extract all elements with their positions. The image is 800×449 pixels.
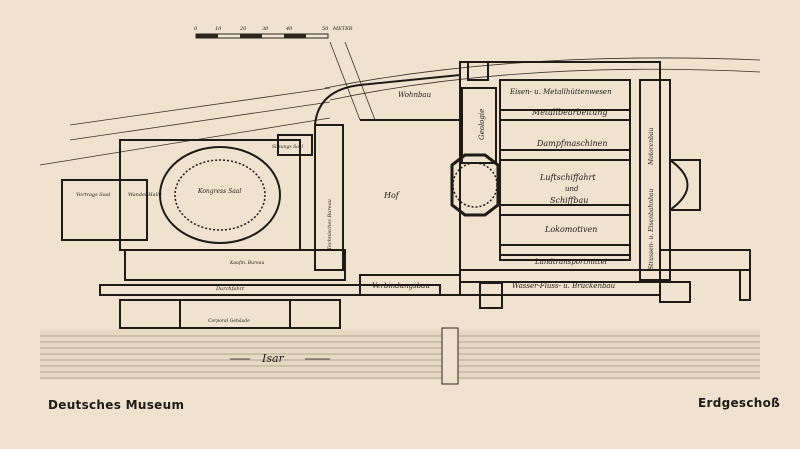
east-apse [669,159,689,211]
scale-tick: 10 [215,26,222,32]
label-metall: Metallbearbeitung [531,108,608,117]
railway-lines [39,41,761,166]
label-sitzungs-saal: Sitzungs Saal [272,144,304,150]
label-wasser: Wasser-Fluss- u. Brückenbau [512,282,616,290]
river-isar [40,327,760,385]
label-verbindungsbau: Verbindungsbau [372,282,430,290]
label-motorenbau: Motorenbau [648,128,655,166]
congress-oval [159,146,281,244]
label-wandel-halle: Wandel Halle [128,192,162,198]
label-technisches-bureau: Technisches Bureau [327,199,333,250]
label-strassen: Strassen- u. Eisenbahnbau [648,188,655,270]
scale-tick: 50 [322,26,329,32]
scale-tick: 30 [262,26,269,32]
label-kaufm-bureau: Kaufm. Bureau [229,260,264,266]
label-vortrags-saal: Vortrags Saal [76,192,111,198]
scale-tick: 20 [239,26,247,32]
label-schiff: Schiffbau [550,196,588,205]
label-eisen: Eisen- u. Metallhüttenwesen [509,88,612,96]
scale-unit: METER [332,26,353,32]
label-geologie: Geologie [478,109,486,140]
caption-floor: Erdgeschoß [698,396,781,410]
label-und: und [565,185,579,193]
scale-bar: 0 10 20 30 40 50 METER [194,26,353,39]
label-hof: Hof [383,191,401,200]
label-luft: Luftschiffahrt [539,173,596,182]
label-lokomotiven: Lokomotiven [544,225,597,234]
octagon-hall [450,153,500,217]
caption-museum: Deutsches Museum [48,398,185,412]
building-walls [61,61,751,329]
label-durchfahrt: Durchfahrt [215,286,245,292]
label-landtransport: Landtransportmittel [534,258,607,266]
river-label: Isar [261,352,285,365]
label-kongress-saal: Kongress Saal [197,188,241,195]
label-dampf: Dampfmaschinen [536,139,608,148]
scale-tick: 0 [194,26,198,32]
label-wohnbau: Wohnbau [398,91,432,99]
label-corporal: Corporal Gebäude [208,318,250,324]
scale-tick: 40 [285,26,293,32]
